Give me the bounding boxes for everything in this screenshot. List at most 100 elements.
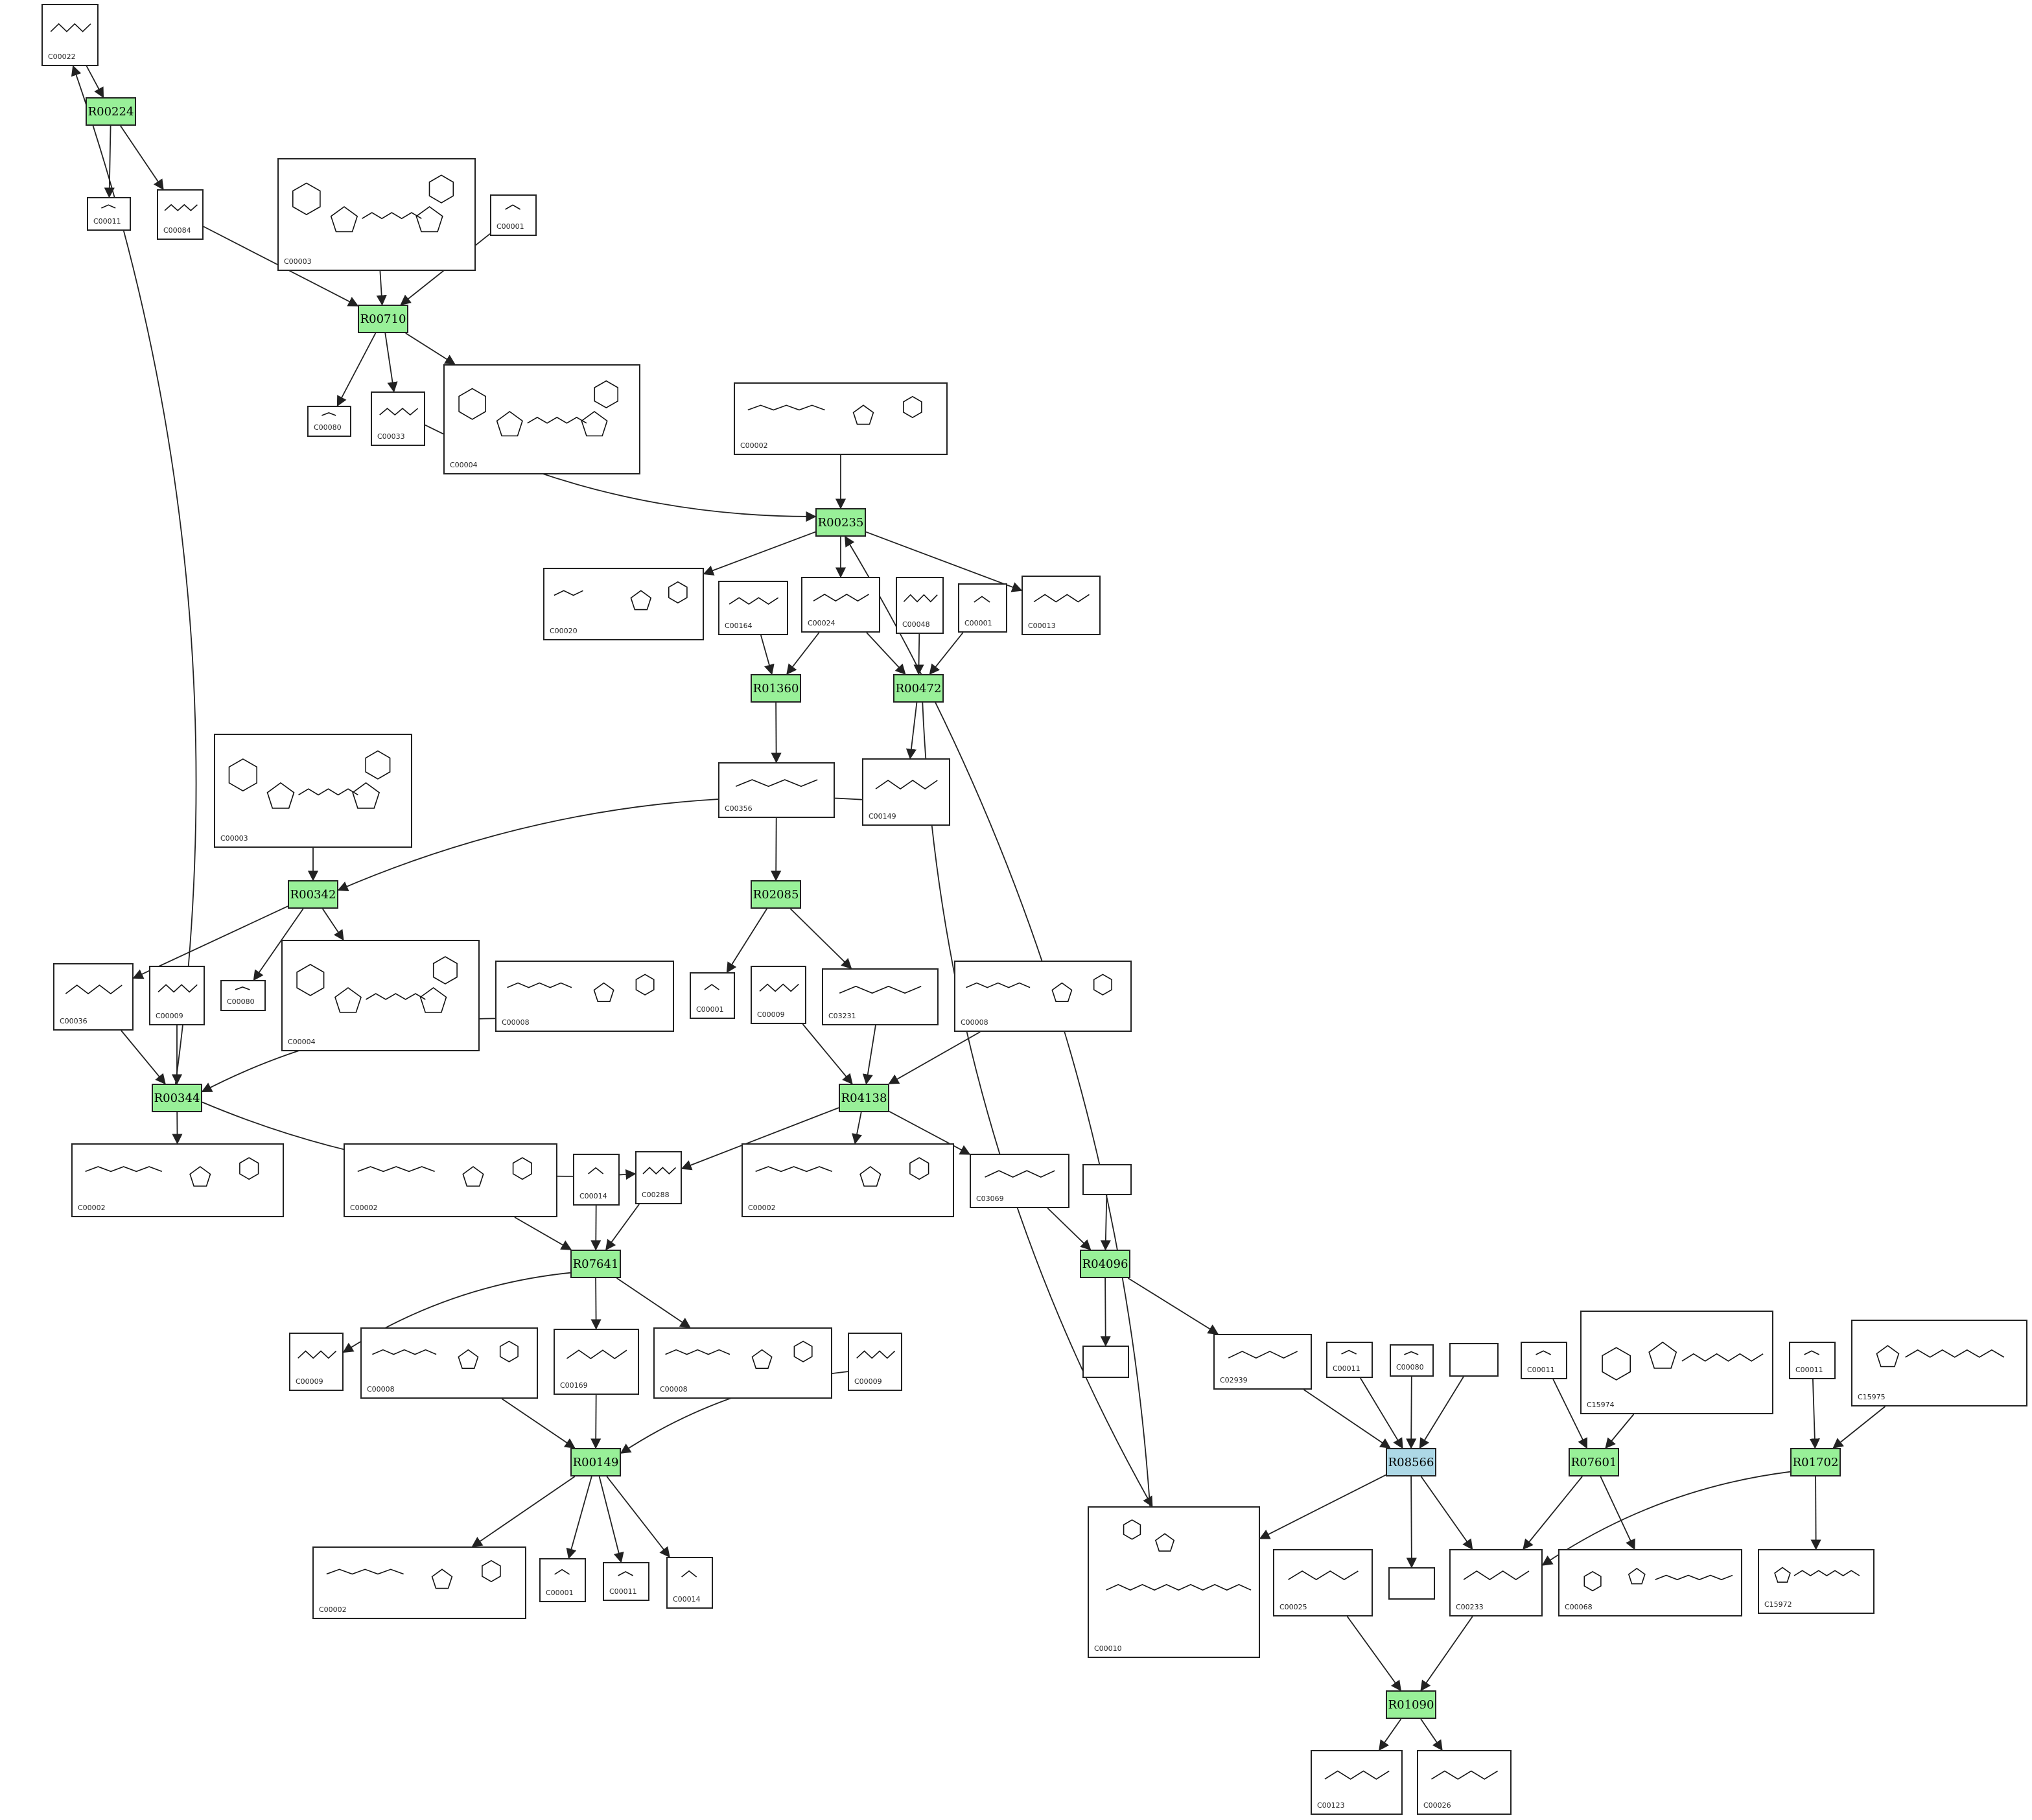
compound-c00033[interactable]: C00033 [371, 391, 425, 446]
compound-c00002[interactable]: C00002 [734, 382, 948, 455]
structure-drawing [101, 204, 116, 209]
compound-c00009[interactable]: C00009 [149, 966, 205, 1025]
compound-c00123[interactable]: C00123 [1311, 1750, 1403, 1815]
compound-c03069[interactable]: C03069 [970, 1154, 1069, 1208]
structure-drawing [1536, 1350, 1551, 1355]
compound-c00149[interactable]: C00149 [862, 758, 950, 826]
compound-c00001[interactable]: C00001 [958, 583, 1007, 633]
compound-c00013[interactable]: C00013 [1022, 576, 1101, 635]
reaction-r00224[interactable]: R00224 [86, 97, 136, 126]
compound-c15972[interactable]: C15972 [1758, 1549, 1874, 1614]
compound-empty[interactable] [1082, 1164, 1132, 1195]
edge-c24-to-R01360 [786, 632, 820, 675]
compound-id-label: C00164 [725, 622, 753, 630]
compound-c00080[interactable]: C00080 [307, 406, 351, 437]
reaction-r01090[interactable]: R01090 [1386, 1690, 1436, 1719]
reaction-r08566[interactable]: R08566 [1386, 1448, 1436, 1476]
compound-c00020[interactable]: C00020 [543, 568, 704, 640]
compound-c00011[interactable]: C00011 [87, 197, 131, 231]
compound-c00003[interactable]: C00003 [214, 734, 412, 848]
reaction-r00344[interactable]: R00344 [152, 1084, 202, 1112]
structure-drawing [357, 1157, 532, 1187]
compound-id-label: C00008 [961, 1018, 988, 1027]
compound-c00026[interactable]: C00026 [1417, 1750, 1512, 1815]
compound-c00014[interactable]: C00014 [666, 1557, 713, 1609]
compound-c00025[interactable]: C00025 [1273, 1549, 1373, 1616]
compound-c00080[interactable]: C00080 [220, 980, 266, 1011]
compound-empty[interactable] [1449, 1343, 1499, 1377]
compound-c00011[interactable]: C00011 [1789, 1342, 1836, 1379]
compound-c00004[interactable]: C00004 [443, 364, 640, 474]
reaction-r07641[interactable]: R07641 [570, 1250, 621, 1278]
reaction-r01702[interactable]: R01702 [1790, 1448, 1841, 1476]
reaction-r00472[interactable]: R00472 [893, 674, 944, 703]
edge-c11c-to-R07601 [1552, 1379, 1588, 1449]
compound-c00010[interactable]: C00010 [1088, 1506, 1260, 1658]
reaction-r00149[interactable]: R00149 [570, 1448, 621, 1476]
edge-blank1-to-R04096 [1100, 1195, 1111, 1251]
edge-c3a-to-R00710 [376, 270, 387, 306]
compound-c00022[interactable]: C00022 [41, 4, 99, 66]
compound-id-label: C00014 [673, 1595, 701, 1604]
compound-c00009[interactable]: C00009 [751, 966, 806, 1024]
compound-c00048[interactable]: C00048 [896, 577, 944, 634]
compound-c00008[interactable]: C00008 [360, 1327, 538, 1399]
edge-R00472-to-c149 [905, 702, 918, 760]
compound-c00233[interactable]: C00233 [1449, 1549, 1543, 1616]
compound-empty[interactable] [1388, 1567, 1435, 1600]
compound-c00002[interactable]: C00002 [742, 1143, 954, 1217]
compound-c00002[interactable]: C00002 [344, 1143, 557, 1217]
compound-c00008[interactable]: C00008 [954, 961, 1132, 1032]
compound-c00002[interactable]: C00002 [71, 1143, 284, 1217]
compound-c00002[interactable]: C00002 [312, 1546, 526, 1619]
compound-c00080[interactable]: C00080 [1390, 1344, 1434, 1377]
compound-id-label: C00009 [296, 1377, 323, 1386]
compound-c00011[interactable]: C00011 [603, 1562, 649, 1601]
structure-drawing [458, 380, 618, 437]
compound-id-label: C03231 [828, 1012, 856, 1020]
compound-c00011[interactable]: C00011 [1326, 1342, 1373, 1378]
structure-drawing [321, 412, 336, 416]
compound-empty[interactable] [1082, 1346, 1129, 1378]
reaction-r07601[interactable]: R07601 [1569, 1448, 1619, 1476]
compound-c00164[interactable]: C00164 [718, 581, 788, 635]
compound-c00003[interactable]: C00003 [277, 158, 476, 271]
compound-c00011[interactable]: C00011 [1521, 1342, 1567, 1379]
structure-drawing [1084, 1165, 1130, 1194]
edge-R01360-to-c356 [771, 702, 782, 764]
compound-c00001[interactable]: C00001 [490, 194, 537, 236]
reaction-r04096[interactable]: R04096 [1080, 1250, 1130, 1278]
compound-c02939[interactable]: C02939 [1213, 1334, 1312, 1390]
compound-c00024[interactable]: C00024 [801, 577, 880, 633]
compound-c00356[interactable]: C00356 [718, 762, 835, 818]
compound-c00036[interactable]: C00036 [53, 963, 134, 1031]
compound-c00008[interactable]: C00008 [495, 961, 674, 1032]
compound-c00004[interactable]: C00004 [281, 940, 480, 1051]
compound-id-label: C00123 [1317, 1801, 1345, 1810]
compound-id-label: C00011 [1527, 1366, 1555, 1374]
compound-c00068[interactable]: C00068 [1558, 1549, 1742, 1616]
reaction-r02085[interactable]: R02085 [751, 880, 801, 909]
compound-c00009[interactable]: C00009 [289, 1333, 344, 1391]
reaction-r04138[interactable]: R04138 [839, 1084, 889, 1112]
compound-c00014[interactable]: C00014 [573, 1154, 620, 1206]
compound-c15975[interactable]: C15975 [1851, 1320, 2027, 1406]
edge-R04096-to-blank2 [1100, 1278, 1111, 1347]
structure-drawing [1228, 1351, 1298, 1359]
reaction-r00342[interactable]: R00342 [288, 880, 338, 909]
reaction-r00235[interactable]: R00235 [815, 508, 866, 537]
reaction-r00710[interactable]: R00710 [358, 305, 408, 333]
edge-R00710-to-c80a [336, 332, 377, 407]
compound-c00001[interactable]: C00001 [539, 1558, 586, 1602]
reaction-r01360[interactable]: R01360 [751, 674, 801, 703]
compound-c15974[interactable]: C15974 [1580, 1311, 1773, 1414]
edge-R04096-to-c2939 [1127, 1278, 1219, 1335]
compound-c00169[interactable]: C00169 [554, 1329, 639, 1395]
edge-c15974-to-R07601 [1605, 1414, 1635, 1449]
compound-c00008[interactable]: C00008 [653, 1327, 832, 1399]
compound-c00009[interactable]: C00009 [848, 1333, 902, 1391]
compound-c00288[interactable]: C00288 [635, 1151, 682, 1204]
compound-c00084[interactable]: C00084 [157, 189, 204, 240]
compound-c03231[interactable]: C03231 [822, 968, 939, 1025]
compound-c00001[interactable]: C00001 [690, 972, 735, 1019]
